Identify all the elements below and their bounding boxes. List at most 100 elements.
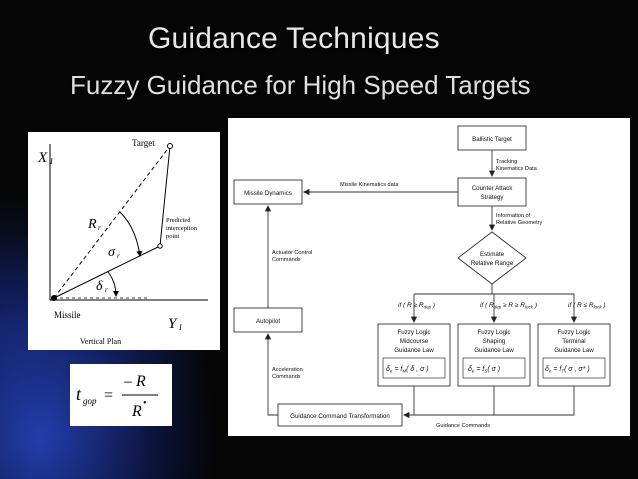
formula-denominator-dot: • — [143, 398, 147, 409]
condition-2-sub-b: lock — [525, 305, 534, 310]
sigma-arc — [119, 211, 143, 257]
condition-3-end: ) — [602, 302, 606, 309]
law-2-delta: δ — [468, 366, 472, 373]
law-1-f-sub: M — [402, 369, 406, 374]
slide-subtitle: Fuzzy Guidance for High Speed Targets — [70, 70, 531, 100]
condition-2-end: ) — [533, 302, 537, 309]
terminal-text-3: Guidance Law — [554, 347, 594, 354]
condition-3-sub: lock — [594, 305, 603, 310]
law-3-f-sub: T — [561, 369, 565, 374]
condition-1-main: if ( R ≥ R — [398, 302, 424, 309]
formula-numerator: – R — [123, 373, 146, 390]
engagement-geometry-svg: X I Y I Target Missile R r σ r δ r Predi… — [37, 138, 208, 346]
condition-2-mid: ≥ R ≥ R — [501, 302, 525, 309]
target-trajectory — [159, 145, 171, 247]
estimate-text-1: Estimate — [480, 251, 505, 258]
law-3-delta-sub: e — [549, 369, 552, 374]
block-diagram-svg: Ballistic Target Missile Dynamics Counte… — [233, 125, 611, 429]
estimate-range-diamond — [457, 231, 527, 285]
intercept-point-marker — [157, 243, 163, 249]
law-2-delta-sub: e — [472, 369, 475, 374]
svg-text:if ( R ≤ Rlock ): if ( R ≤ Rlock ) — [568, 302, 606, 310]
ballistic-target-text: Ballistic Target — [472, 136, 512, 143]
actuator-label-1: Actuator Control — [272, 250, 312, 256]
law-1-eq: = f — [392, 366, 403, 373]
information-label-1: Information of — [496, 213, 531, 219]
law-3-args: ( σ , σ* ) — [564, 366, 590, 373]
condition-1-sub: dep — [424, 305, 432, 310]
counter-attack-text-1: Counter Attack — [472, 185, 513, 192]
shaping-text-1: Fuzzy Logic — [477, 329, 510, 336]
axis-x-sub: I — [178, 323, 182, 332]
missile-dynamics-block — [233, 179, 303, 205]
midcourse-text-1: Fuzzy Logic — [397, 329, 430, 336]
information-label-2: Relative Geometry — [496, 220, 543, 226]
gct-text: Guidance Command Transformation — [290, 413, 390, 420]
svg-text:δe = fS( σ ): δe = fS( σ ) — [468, 366, 500, 374]
axis-x-label: Y — [168, 316, 178, 332]
svg-text:δe = fT( σ , σ* ): δe = fT( σ , σ* ) — [545, 366, 590, 374]
line-shaping-to-gct — [414, 386, 495, 416]
law-1-delta: δ — [386, 366, 390, 373]
condition-2-main: if ( R — [480, 302, 494, 309]
law-1-args: ( δ , σ ) — [406, 366, 429, 373]
range-sub: r — [98, 224, 101, 232]
terminal-formula-frame — [542, 357, 606, 379]
svg-text:if ( R ≥ Rdep ): if ( R ≥ Rdep ) — [398, 302, 435, 310]
counter-attack-text-2: Strategy — [480, 194, 504, 201]
target-label: Target — [132, 138, 155, 148]
acceleration-label-2: Commands — [272, 374, 301, 380]
shaping-text-3: Guidance Law — [474, 347, 514, 354]
missile-marker — [51, 295, 57, 301]
guidance-commands-label: Guidance Commands — [436, 423, 490, 429]
arrow-gct-to-autopilot — [264, 333, 278, 416]
intercept-label-line-1: Predicted — [166, 217, 191, 224]
acceleration-label-1: Acceleration — [272, 367, 303, 373]
law-2-eq: = f — [474, 366, 485, 373]
intercept-label-line-2: interception — [166, 225, 198, 232]
tracking-label-2: Kinematics Data — [496, 166, 538, 172]
svg-text:δe = fM( δ , σ ): δe = fM( δ , σ ) — [386, 366, 429, 374]
svg-text:if ( Rdep ≥ R ≥ Rlock ): if ( Rdep ≥ R ≥ Rlock ) — [480, 302, 537, 310]
formula-lhs-sub: gop — [83, 396, 97, 406]
kinematics-label: Missile Kinematics data — [340, 182, 399, 188]
estimate-text-2: Relative Range — [471, 260, 514, 267]
sigma-sub: r — [117, 252, 120, 260]
terminal-text-1: Fuzzy Logic — [557, 329, 590, 336]
range-label: R — [87, 217, 97, 232]
axis-y-label: X — [37, 150, 48, 166]
missile-label: Missile — [54, 310, 81, 320]
geometry-caption: Vertical Plan — [80, 337, 121, 346]
law-1-delta-sub: e — [390, 369, 393, 374]
law-3-eq: = f — [551, 366, 562, 373]
guidance-block-diagram: Ballistic Target Missile Dynamics Counte… — [228, 118, 630, 436]
law-2-f-sub: S — [484, 369, 487, 374]
formula-denominator: R — [131, 403, 142, 420]
sigma-label: σ — [108, 245, 116, 260]
autopilot-block — [233, 307, 303, 333]
shaping-text-2: Shaping — [483, 338, 506, 345]
shaping-formula-frame — [462, 357, 526, 379]
intercept-label-line-3: point — [166, 233, 180, 240]
law-2-args: ( σ ) — [487, 366, 500, 373]
counter-attack-block — [457, 177, 527, 207]
condition-1-end: ) — [431, 302, 435, 309]
midcourse-formula-frame — [382, 357, 446, 379]
go-time-formula: t gop = – R R • — [70, 364, 172, 426]
midcourse-text-3: Guidance Law — [394, 347, 434, 354]
law-3-delta: δ — [545, 366, 549, 373]
autopilot-text: Autopilot — [256, 318, 280, 325]
line-of-sight — [53, 145, 171, 299]
condition-3-main: if ( R ≤ R — [568, 302, 594, 309]
slide-title: Guidance Techniques — [148, 22, 440, 55]
actuator-label-2: Commands — [272, 257, 301, 263]
formula-svg: t gop = – R R • — [76, 373, 158, 420]
tracking-label-1: Tracking — [496, 159, 517, 165]
delta-arc — [107, 271, 119, 297]
line-terminal-to-gct — [494, 386, 575, 416]
formula-equals: = — [104, 387, 113, 404]
axis-y-sub: I — [49, 157, 53, 166]
missile-heading-line — [53, 245, 161, 299]
terminal-text-2: Terminal — [562, 338, 585, 345]
delta-label: δ — [96, 279, 103, 294]
